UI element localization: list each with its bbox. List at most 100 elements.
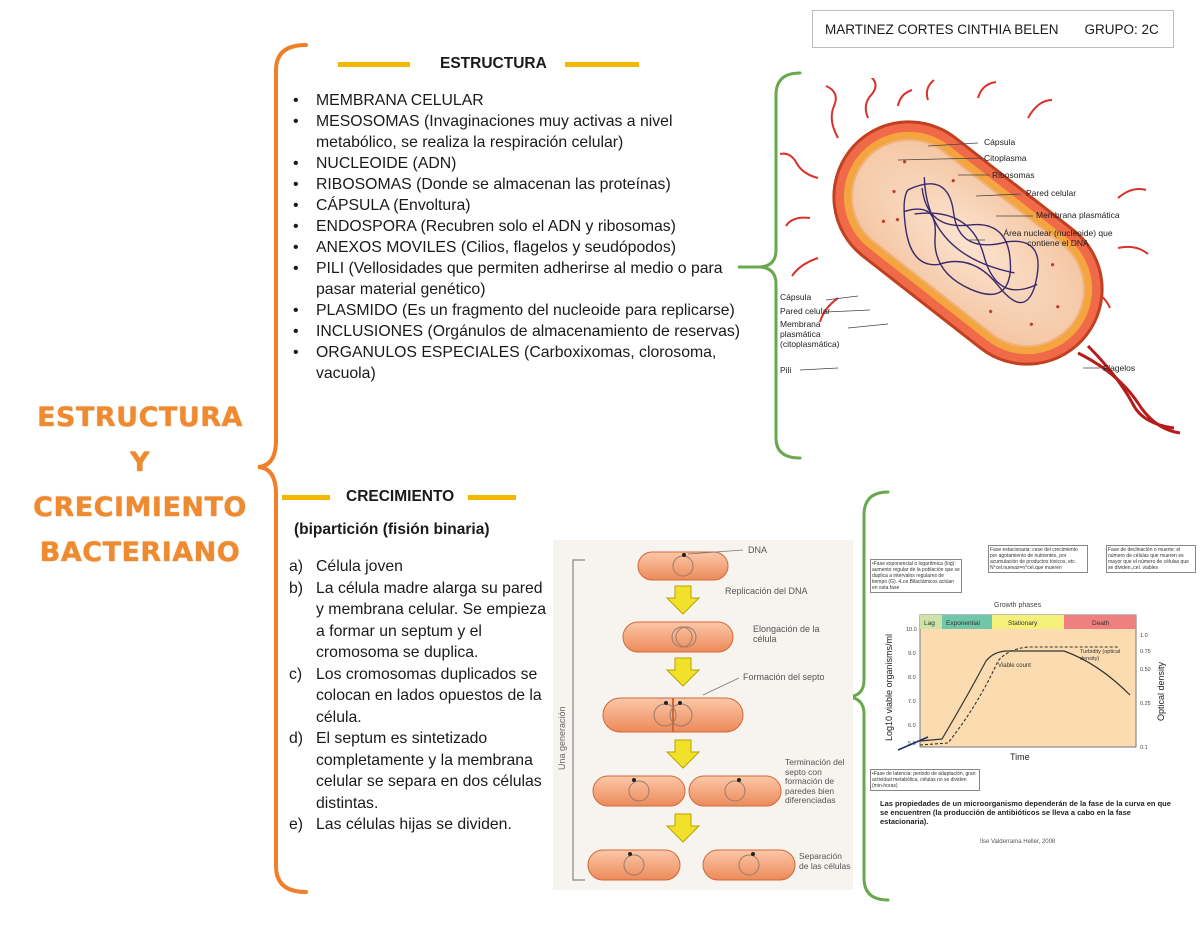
growth-caption: Las propiedades de un microorganismo dep…	[880, 799, 1171, 826]
heading-bar-right	[564, 61, 639, 67]
label-citoplasma: Citoplasma	[984, 153, 1027, 163]
step-text: Los cromosomas duplicados se colocan en …	[316, 665, 542, 726]
arrow-down-icon	[665, 813, 701, 843]
binary-fission-diagram: Una generación DNA Replicación del DNA E…	[553, 540, 853, 890]
separated-cell-icon	[587, 849, 681, 881]
daughter-cell-icon	[688, 775, 782, 807]
phase-lag-label: Lag	[924, 620, 935, 627]
estructura-item: PILI (Vellosidades que permiten adherirs…	[286, 258, 754, 300]
estructura-item: NUCLEOIDE (ADN)	[286, 153, 754, 174]
y-right-tick: 0.25	[1140, 701, 1151, 707]
arrow-down-icon	[665, 739, 701, 769]
elongating-cell-icon	[622, 621, 734, 653]
label-separacion: Separación de las células	[799, 852, 851, 871]
main-title-line-4: BACTERIANO	[39, 537, 241, 568]
growth-credit: Ilse Valderrama Heller, 2008	[980, 839, 1056, 845]
plot-area	[919, 614, 1137, 748]
generation-label: Una generación	[557, 706, 567, 770]
main-title: ESTRUCTURA Y CRECIMIENTO BACTERIANO	[20, 395, 260, 575]
label-flagelos: Flagelos	[1103, 363, 1135, 373]
phase-stat-label: Stationary	[1008, 620, 1038, 627]
phase-death-label: Death	[1092, 620, 1110, 627]
note-death: Fase de declinación o muerte: el número …	[1106, 545, 1196, 573]
phase-lag	[920, 615, 942, 629]
note-lag: •Fase de latencia: periodo de adaptación…	[870, 769, 980, 791]
y-right-tick: 1.0	[1140, 633, 1148, 639]
author-box: MARTINEZ CORTES CINTHIA BELEN GRUPO: 2C	[812, 10, 1174, 48]
step-marker: c)	[289, 665, 303, 683]
estructura-item: MESOSOMAS (Invaginaciones muy activas a …	[286, 111, 754, 153]
nucleoid-icon	[903, 177, 1039, 304]
crecimiento-step: a)Célula joven	[289, 556, 551, 578]
label-membrana-plasmatica: Membrana plasmática	[1036, 210, 1120, 220]
cell-body	[832, 120, 1104, 366]
phase-exponential	[942, 615, 992, 629]
crecimiento-step: c) Los cromosomas duplicados se colocan e…	[289, 664, 551, 729]
estructura-heading: ESTRUCTURA	[338, 55, 639, 73]
label-dna: DNA	[748, 545, 767, 555]
turbidity-curve	[919, 646, 1118, 746]
x-axis-label: Time	[1010, 752, 1030, 762]
note-exponential: •Fase exponencial o logarítmica (log): a…	[870, 559, 962, 593]
y-right-axis-label: Optical density	[1156, 661, 1166, 721]
label-area-nuclear: Área nuclear (nucleoide) que contiene el…	[1003, 228, 1113, 248]
phase-stationary	[992, 615, 1064, 629]
label-pared-celular-left: Pared celular	[780, 306, 830, 316]
y-tick: 10.0	[906, 627, 917, 633]
estructura-item: ANEXOS MOVILES (Cilios, flagelos y seudó…	[286, 237, 754, 258]
estructura-item: CÁPSULA (Envoltura)	[286, 195, 754, 216]
step-marker: d)	[289, 730, 304, 747]
estructura-item: RIBOSOMAS (Donde se almacenan las proteí…	[286, 174, 754, 195]
generation-bracket	[572, 559, 585, 881]
heading-bar-right	[468, 494, 517, 500]
note-stationary: Fase estacionaria: cese del crecimiento …	[988, 545, 1088, 573]
group-label: GRUPO: 2C	[1084, 21, 1159, 37]
step-text: Las células hijas se dividen.	[316, 816, 512, 833]
crecimiento-steps: a)Célula joven b) La célula madre alarga …	[289, 556, 551, 836]
phase-death	[1064, 615, 1136, 629]
crecimiento-step: d) El septum es sintetizado completamente…	[289, 728, 551, 814]
main-title-line-3: CRECIMIENTO	[33, 492, 247, 523]
label-capsula-left: Cápsula	[780, 292, 811, 302]
estructura-item: ORGANULOS ESPECIALES (Carboxixomas, clor…	[286, 342, 754, 384]
main-title-line-1: ESTRUCTURA	[37, 402, 243, 433]
crecimiento-step: b) La célula madre alarga su pared y memb…	[289, 578, 551, 664]
main-flagellum-icon	[1077, 344, 1181, 435]
lag-pointer	[897, 736, 929, 751]
author-name: MARTINEZ CORTES CINTHIA BELEN	[825, 21, 1059, 37]
main-title-line-2: Y	[129, 447, 151, 478]
label-capsula: Cápsula	[984, 137, 1015, 147]
label-terminacion: Terminación del septo con formación de p…	[785, 758, 845, 805]
crecimiento-step: e)Las células hijas se dividen.	[289, 814, 551, 836]
heading-bar-left	[338, 61, 410, 67]
crecimiento-steps-container: a)Célula joven b) La célula madre alarga …	[289, 556, 551, 836]
arrow-down-icon	[665, 657, 701, 687]
phases-title: Growth phases	[994, 602, 1042, 609]
step-marker: b)	[289, 579, 304, 597]
y-tick: 9.0	[908, 651, 916, 657]
estructura-list-container: MEMBRANA CELULAR MESOSOMAS (Invaginacion…	[286, 90, 754, 384]
viable-count-label: Viable count	[998, 663, 1031, 669]
daughter-cell-icon	[592, 775, 686, 807]
arrow-down-icon	[665, 585, 701, 615]
separated-cell-icon	[702, 849, 796, 881]
y-ticks-right: 1.0 0.75 0.50 0.25 0.1	[1140, 633, 1151, 751]
main-curly-bracket	[257, 43, 308, 894]
viable-count-curve	[919, 650, 1131, 742]
estructura-heading-text: ESTRUCTURA	[440, 55, 547, 72]
heading-bar-left	[282, 494, 330, 500]
label-replicacion: Replicación del DNA	[725, 586, 808, 596]
crecimiento-heading: CRECIMIENTO	[282, 488, 517, 506]
young-cell-icon	[637, 551, 729, 581]
bacterium-diagram: Cápsula Citoplasma Ribosomas Pared celul…	[779, 78, 1181, 435]
label-formacion-septo: Formación del septo	[743, 672, 825, 682]
step-text: La célula madre alarga su pared y membra…	[316, 579, 547, 662]
y-right-tick: 0.75	[1140, 649, 1151, 655]
label-membrana-left: Membrana plasmática (citoplasmática)	[780, 319, 840, 349]
phase-exp-label: Exponential	[946, 620, 981, 627]
y-tick: 7.0	[908, 699, 916, 705]
step-text: El septum es sintetizado completamente y…	[316, 730, 542, 812]
y-right-tick: 0.50	[1140, 667, 1151, 673]
turbidity-label: Turbidity (optical density)	[1080, 649, 1121, 662]
step-marker: a)	[289, 558, 304, 575]
